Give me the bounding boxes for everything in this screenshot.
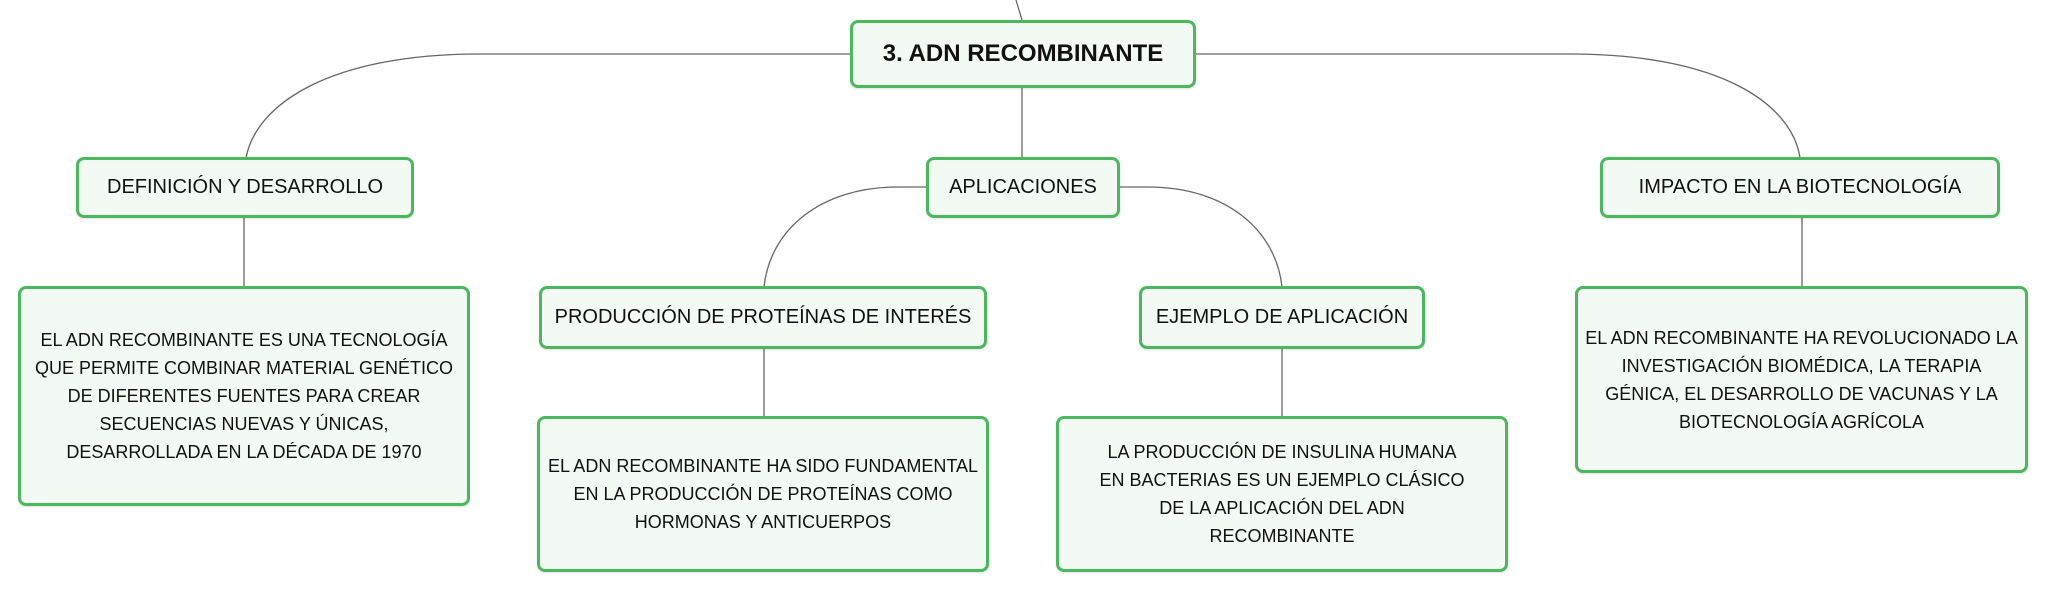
- connector-aplicaciones-to-ejemplo: [1118, 186, 1283, 288]
- node-ejemplo-detail[interactable]: LA PRODUCCIÓN DE INSULINA HUMANA EN BACT…: [1056, 416, 1508, 572]
- node-impacto-label: IMPACTO EN LA BIOTECNOLOGÍA: [1638, 176, 1962, 198]
- connector-root-to-definicion: [245, 53, 852, 159]
- connector-parent-to-root: [1015, 0, 1023, 21]
- root-node[interactable]: 3. ADN RECOMBINANTE: [850, 20, 1196, 88]
- node-aplicaciones[interactable]: APLICACIONES: [926, 157, 1120, 218]
- node-aplicaciones-label: APLICACIONES: [949, 176, 1097, 198]
- node-definicion[interactable]: DEFINICIÓN Y DESARROLLO: [76, 157, 414, 218]
- node-definicion-detail[interactable]: EL ADN RECOMBINANTE ES UNA TECNOLOGÍA QU…: [18, 286, 470, 506]
- node-definicion-label: DEFINICIÓN Y DESARROLLO: [107, 176, 383, 198]
- node-produccion-detail-text: EL ADN RECOMBINANTE HA SIDO FUNDAMENTAL …: [547, 456, 979, 532]
- node-impacto[interactable]: IMPACTO EN LA BIOTECNOLOGÍA: [1600, 157, 2000, 218]
- node-produccion[interactable]: PRODUCCIÓN DE PROTEÍNAS DE INTERÉS: [539, 286, 987, 349]
- node-impacto-detail[interactable]: EL ADN RECOMBINANTE HA REVOLUCIONADO LA …: [1575, 286, 2028, 473]
- connector-root-to-impacto: [1194, 53, 1801, 159]
- node-definicion-detail-text: EL ADN RECOMBINANTE ES UNA TECNOLOGÍA QU…: [34, 330, 454, 462]
- connector-aplicaciones-to-produccion: [763, 186, 928, 288]
- root-title: 3. ADN RECOMBINANTE: [882, 40, 1164, 67]
- node-produccion-label: PRODUCCIÓN DE PROTEÍNAS DE INTERÉS: [554, 306, 972, 328]
- node-impacto-detail-text: EL ADN RECOMBINANTE HA REVOLUCIONADO LA …: [1585, 327, 2018, 432]
- node-ejemplo-label: EJEMPLO DE APLICACIÓN: [1155, 306, 1409, 328]
- node-ejemplo[interactable]: EJEMPLO DE APLICACIÓN: [1139, 286, 1425, 349]
- node-produccion-detail[interactable]: EL ADN RECOMBINANTE HA SIDO FUNDAMENTAL …: [537, 416, 989, 572]
- node-ejemplo-detail-text: LA PRODUCCIÓN DE INSULINA HUMANA EN BACT…: [1099, 442, 1465, 546]
